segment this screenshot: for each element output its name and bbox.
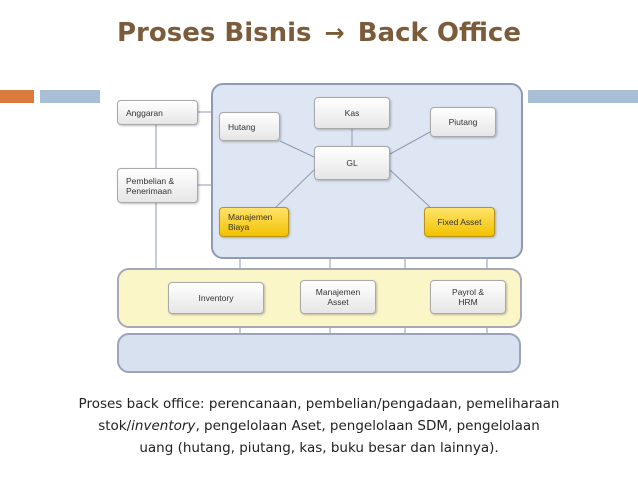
connector-hutang-gl <box>279 140 315 158</box>
page-title: Proses Bisnis → Back Office <box>0 18 638 48</box>
node-pembelian-penerimaan: Pembelian & Penerimaan <box>117 168 198 203</box>
node-manajemen-biaya: Manajemen Biaya <box>219 207 289 237</box>
connector-gl-fixedasset <box>389 169 431 208</box>
title-right: Back Office <box>357 18 521 48</box>
accent-bar-blue-right <box>528 90 638 103</box>
caption-text: Proses back office: perencanaan, pembeli… <box>0 393 638 459</box>
accent-bar-orange <box>0 90 34 103</box>
caption-line-3: uang (hutang, piutang, kas, buku besar d… <box>139 440 499 456</box>
node-manajemen-asset: Manajemen Asset <box>300 280 376 314</box>
node-gl: GL <box>314 146 390 180</box>
caption-line-1: Proses back office: perencanaan, pembeli… <box>78 396 560 412</box>
node-fixed-asset: Fixed Asset <box>424 207 495 237</box>
base-platform-panel <box>117 333 521 373</box>
node-anggaran: Anggaran <box>117 100 198 125</box>
connector-piutang-gl <box>389 131 431 155</box>
title-left: Proses Bisnis <box>117 18 312 48</box>
node-payrol-hrm: Payrol & HRM <box>430 280 506 314</box>
connector-gl-biaya <box>275 169 315 208</box>
accent-bar-blue-left <box>40 90 100 103</box>
caption-line-2: stok/inventory, pengelolaan Aset, pengel… <box>98 418 540 434</box>
arrow-right-icon: → <box>324 19 345 47</box>
node-kas: Kas <box>314 97 390 129</box>
node-piutang: Piutang <box>430 107 496 137</box>
node-inventory: Inventory <box>168 282 264 314</box>
node-hutang: Hutang <box>219 112 280 141</box>
